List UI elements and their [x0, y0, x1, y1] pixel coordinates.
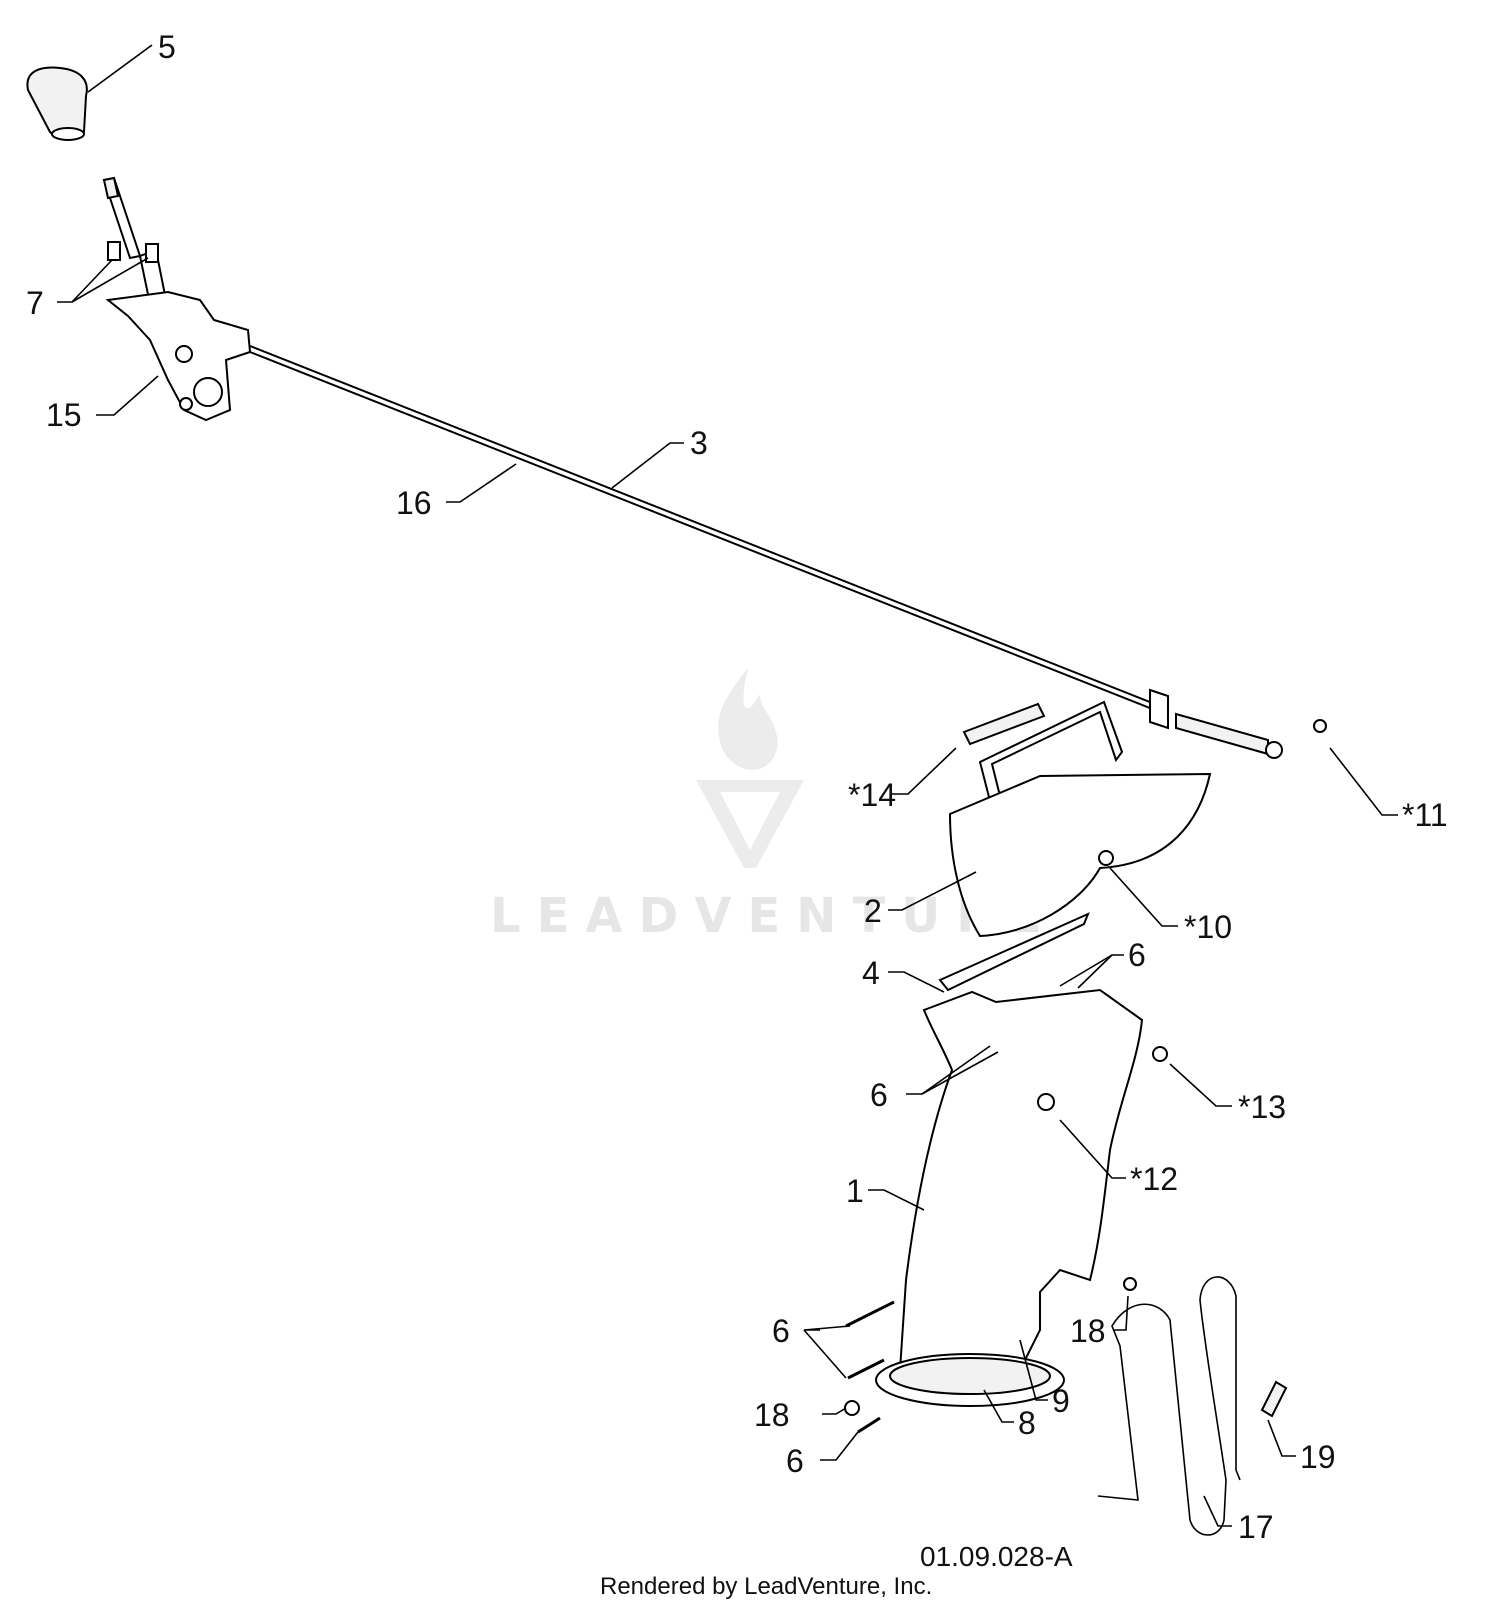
- watermark-v-icon: [696, 780, 804, 868]
- watermark-flame-icon: [718, 668, 778, 770]
- callout-6b: 6: [870, 1077, 888, 1113]
- callout-13: *13: [1238, 1089, 1286, 1125]
- callout-11: *11: [1402, 797, 1448, 833]
- footer-credit: Rendered by LeadVenture, Inc.: [600, 1573, 932, 1600]
- callout-8: 8: [1018, 1405, 1036, 1441]
- knob-part: [26, 66, 88, 141]
- callout-9: 9: [1052, 1383, 1070, 1419]
- chute-part: [875, 988, 1144, 1407]
- callout-19: 19: [1300, 1439, 1336, 1475]
- bolt-7-parts: [107, 241, 159, 263]
- shift-bracket-part: [105, 290, 252, 422]
- callout-10: *10: [1184, 909, 1232, 945]
- callout-7: 7: [26, 285, 44, 321]
- callout-16: 16: [396, 485, 432, 521]
- callout-17: 17: [1238, 1509, 1274, 1545]
- watermark: LEADVENTURE: [490, 668, 1058, 944]
- callout-6d: 6: [786, 1443, 804, 1479]
- callout-2: 2: [864, 893, 882, 929]
- callout-6a: 6: [1128, 937, 1146, 973]
- callout-14: *14: [848, 777, 896, 813]
- callout-15: 15: [46, 397, 82, 433]
- nut-11-part: [1313, 719, 1327, 733]
- rod-17-part: [1097, 1276, 1241, 1536]
- leader-lines: [57, 44, 1398, 1527]
- spring-19-part: [1260, 1380, 1288, 1418]
- callout-6c: 6: [772, 1313, 790, 1349]
- callout-1: 1: [846, 1173, 864, 1209]
- plate-4-part: [938, 912, 1090, 992]
- bolt-6-lower-parts: [844, 1277, 1137, 1434]
- watermark-text: LEADVENTURE: [490, 888, 1058, 944]
- nut-13-part: [1152, 1046, 1168, 1062]
- callout-5: 5: [158, 29, 176, 65]
- spring-14-part: [962, 702, 1046, 746]
- cable-end-part: [1149, 688, 1283, 759]
- drawing-code: 01.09.028-A: [920, 1541, 1073, 1572]
- callout-12: *12: [1130, 1161, 1178, 1197]
- callout-18b: 18: [754, 1397, 790, 1433]
- callout-3: 3: [690, 425, 708, 461]
- callout-4: 4: [862, 955, 880, 991]
- callout-18a: 18: [1070, 1313, 1106, 1349]
- cable-part: [249, 345, 1161, 713]
- deflector-part: [948, 700, 1212, 938]
